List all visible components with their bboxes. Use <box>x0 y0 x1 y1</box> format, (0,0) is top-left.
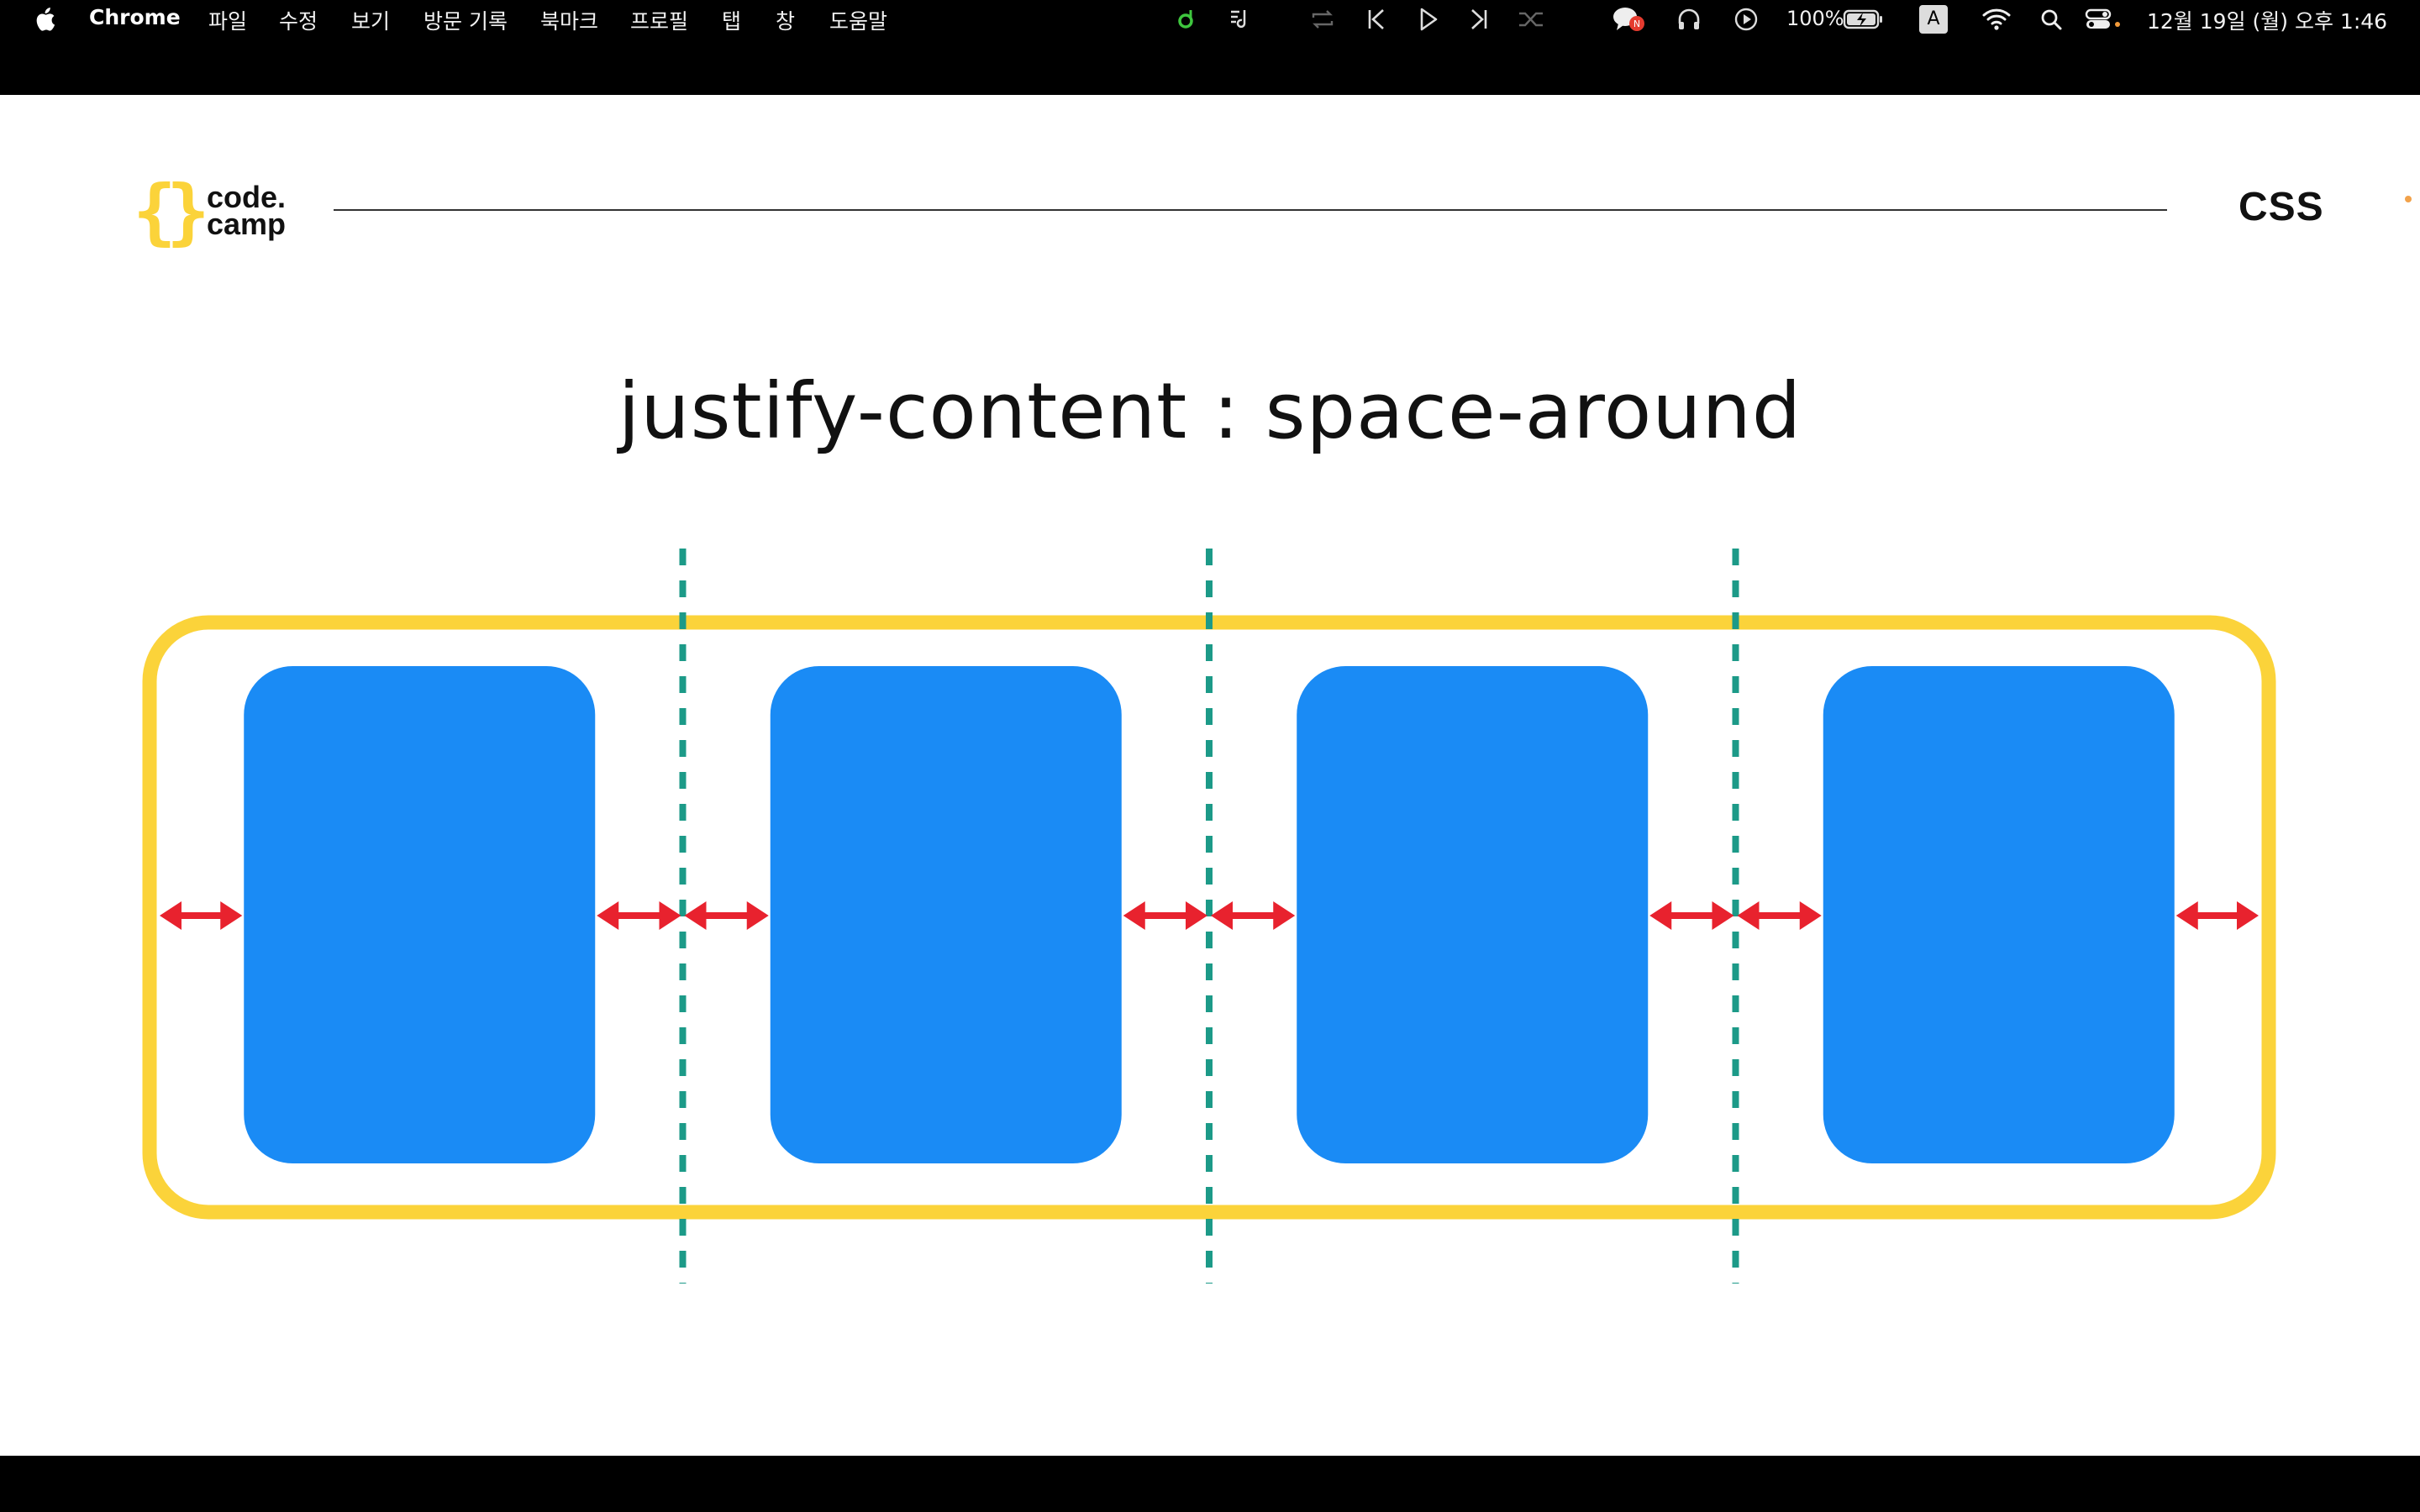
search-icon[interactable] <box>2037 3 2065 35</box>
notification-dot <box>2405 196 2412 202</box>
input-source-badge[interactable]: A <box>1919 3 1948 35</box>
chat-notification-icon[interactable]: N <box>1610 3 1647 35</box>
play-icon[interactable] <box>1413 3 1444 35</box>
apple-icon[interactable] <box>30 3 59 35</box>
spacing-arrow-start <box>160 901 243 930</box>
topic-label: CSS <box>2238 185 2324 229</box>
previous-track-icon[interactable] <box>1361 3 1392 35</box>
logo-brace-right: } <box>166 170 210 254</box>
menu-bar: Chrome 파일 수정 보기 방문 기록 북마크 프로필 탭 창 도움말 N … <box>0 0 2420 39</box>
slide-title: justify-content : space-around <box>618 366 1802 456</box>
control-center-icon[interactable] <box>2082 3 2124 35</box>
headphones-icon[interactable] <box>1674 3 1704 35</box>
slide: { } code. camp CSS justify-content : spa… <box>0 95 2420 1456</box>
spacing-arrow-3a <box>1649 901 1734 930</box>
menu-tab[interactable]: 탭 <box>722 9 742 34</box>
menu-view[interactable]: 보기 <box>351 9 391 34</box>
lyrics-icon[interactable] <box>1225 3 1255 35</box>
flex-item-2 <box>770 666 1122 1163</box>
battery-icon[interactable] <box>1842 3 1886 35</box>
spacing-arrow-3b <box>1737 901 1822 930</box>
datetime[interactable]: 12월 19일 (월) 오후 1:46 <box>2147 9 2388 34</box>
menu-bookmarks[interactable]: 북마크 <box>540 9 599 34</box>
header-divider <box>334 209 2167 211</box>
battery-percent: 100% <box>1786 7 1844 30</box>
input-source-label: A <box>1919 5 1948 34</box>
flexbox-diagram <box>142 549 2276 1284</box>
logo-text-line2: camp <box>207 207 287 241</box>
logo-brace-left: { <box>133 170 176 254</box>
menu-app-name[interactable]: Chrome <box>89 5 181 29</box>
spacing-arrow-1b <box>684 901 769 930</box>
flex-item-3 <box>1297 666 1649 1163</box>
menu-edit[interactable]: 수정 <box>279 9 318 34</box>
menu-file[interactable]: 파일 <box>208 9 248 34</box>
music-app-icon[interactable] <box>1173 3 1202 35</box>
wifi-icon[interactable] <box>1980 3 2013 35</box>
play-circle-icon[interactable] <box>1731 3 1761 35</box>
svg-text:N: N <box>1634 18 1640 29</box>
repeat-icon[interactable] <box>1307 3 1338 35</box>
menu-window[interactable]: 창 <box>776 9 796 34</box>
flex-item-4 <box>1823 666 2175 1163</box>
bottom-letterbox <box>0 1456 2420 1512</box>
spacing-arrow-2b <box>1211 901 1296 930</box>
logo-text-line1: code. <box>207 180 287 214</box>
menu-profiles[interactable]: 프로필 <box>630 9 689 34</box>
spacing-arrow-1a <box>597 901 681 930</box>
shuffle-icon[interactable] <box>1516 3 1546 35</box>
menu-help[interactable]: 도움말 <box>829 9 888 34</box>
menu-history[interactable]: 방문 기록 <box>424 9 508 34</box>
flex-item-1 <box>244 666 596 1163</box>
next-track-icon[interactable] <box>1464 3 1494 35</box>
spacing-arrow-2a <box>1123 901 1207 930</box>
spacing-arrow-end <box>2175 901 2259 930</box>
